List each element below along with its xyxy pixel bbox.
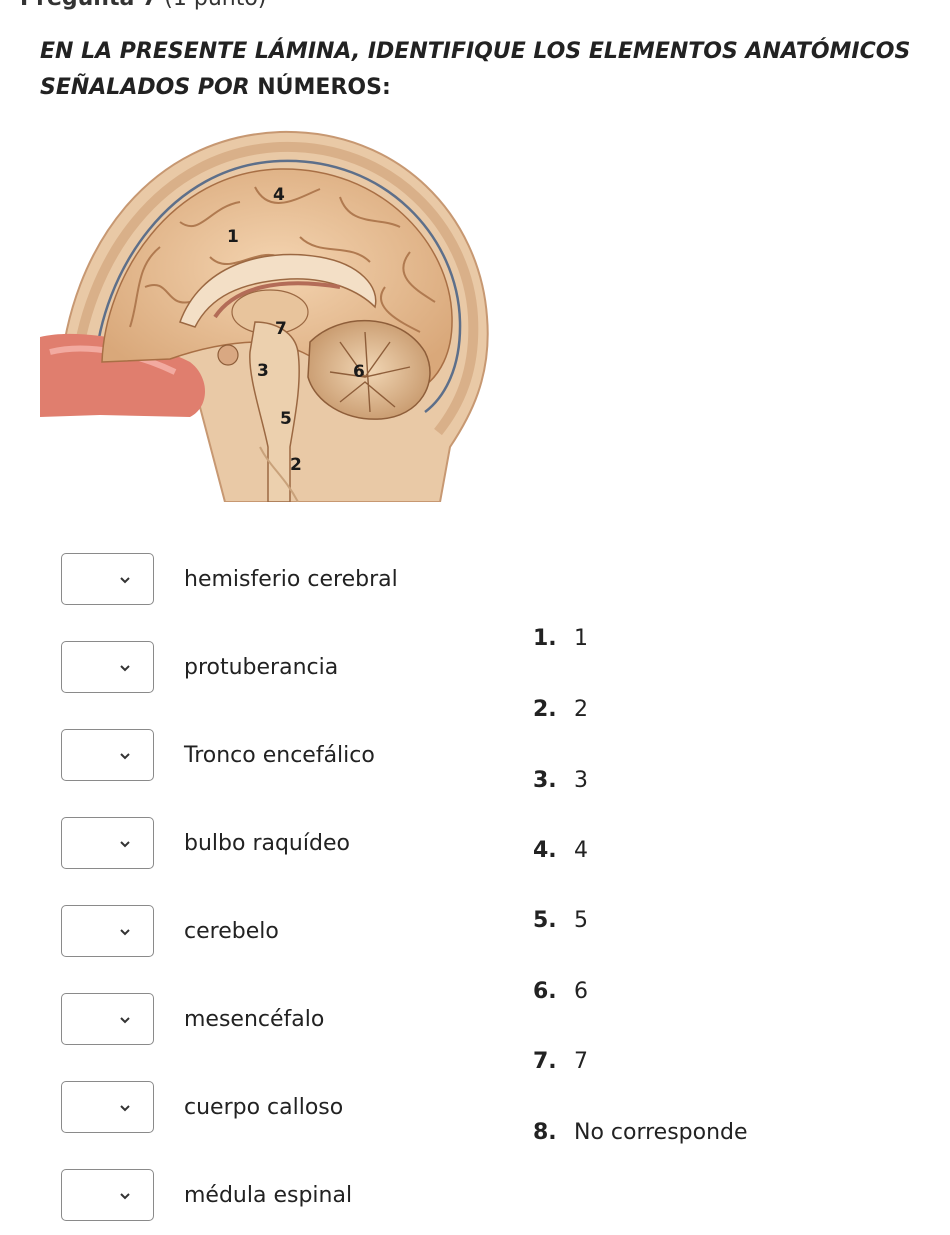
match-item-label: médula espinal — [184, 1182, 353, 1208]
answer-select[interactable] — [61, 817, 154, 869]
match-item-label: Tronco encefálico — [184, 742, 375, 768]
option-index: 8. — [533, 1120, 557, 1145]
question-prompt: EN LA PRESENTE LÁMINA, IDENTIFIQUE LOS E… — [40, 34, 920, 106]
figure-label-1: 1 — [227, 227, 239, 247]
figure-label-5: 5 — [280, 409, 292, 429]
option-item: 5. 5 — [533, 908, 588, 933]
option-item: 2. 2 — [533, 697, 588, 722]
match-row: protuberancia — [61, 640, 338, 694]
match-row: mesencéfalo — [61, 992, 324, 1046]
match-row: Tronco encefálico — [61, 728, 375, 782]
answer-select[interactable] — [61, 641, 154, 693]
match-item-label: protuberancia — [184, 654, 339, 680]
chevron-down-icon — [120, 1193, 130, 1200]
chevron-down-icon — [120, 1017, 130, 1024]
prompt-plain: NÚMEROS: — [257, 75, 391, 100]
figure-label-4: 4 — [273, 185, 285, 205]
answer-select[interactable] — [61, 905, 154, 957]
option-item: 4. 4 — [533, 838, 588, 863]
option-index: 2. — [533, 697, 557, 722]
chevron-down-icon — [120, 929, 130, 936]
option-text: 1 — [574, 626, 588, 651]
option-text: 4 — [574, 838, 588, 863]
chevron-down-icon — [120, 665, 130, 672]
match-item-label: bulbo raquídeo — [184, 830, 350, 856]
match-item-label: mesencéfalo — [184, 1006, 325, 1032]
option-index: 5. — [533, 908, 557, 933]
option-item: 6. 6 — [533, 979, 588, 1004]
option-index: 4. — [533, 838, 557, 863]
match-row: médula espinal — [61, 1168, 352, 1222]
match-row: hemisferio cerebral — [61, 552, 398, 606]
question-points: (1 punto) — [164, 0, 266, 11]
option-item: 1. 1 — [533, 626, 588, 651]
match-item-label: cuerpo calloso — [184, 1094, 344, 1120]
chevron-down-icon — [120, 753, 130, 760]
match-row: cuerpo calloso — [61, 1080, 343, 1134]
option-text: 3 — [574, 768, 588, 793]
figure-label-7: 7 — [275, 319, 287, 339]
option-text: 6 — [574, 979, 588, 1004]
answer-select[interactable] — [61, 993, 154, 1045]
question-label: Pregunta 7 — [20, 0, 157, 11]
option-text: No corresponde — [574, 1120, 748, 1145]
answer-select[interactable] — [61, 1169, 154, 1221]
option-text: 7 — [574, 1049, 588, 1074]
figure-label-3: 3 — [257, 361, 269, 381]
figure-label-2: 2 — [290, 455, 302, 475]
prompt-italic: EN LA PRESENTE LÁMINA, IDENTIFIQUE LOS E… — [40, 39, 911, 100]
match-item-label: hemisferio cerebral — [184, 566, 398, 592]
match-row: bulbo raquídeo — [61, 816, 350, 870]
match-item-label: cerebelo — [184, 918, 279, 944]
option-item: 7. 7 — [533, 1049, 588, 1074]
answer-select[interactable] — [61, 553, 154, 605]
answer-select[interactable] — [61, 1081, 154, 1133]
figure-label-6: 6 — [353, 362, 365, 382]
option-item: 8. No corresponde — [533, 1120, 748, 1145]
chevron-down-icon — [120, 577, 130, 584]
answer-select[interactable] — [61, 729, 154, 781]
match-row: cerebelo — [61, 904, 279, 958]
option-item: 3. 3 — [533, 768, 588, 793]
option-index: 3. — [533, 768, 557, 793]
brain-sagittal-illustration: 4 1 7 3 6 5 2 — [40, 127, 490, 502]
option-index: 1. — [533, 626, 557, 651]
option-index: 7. — [533, 1049, 557, 1074]
chevron-down-icon — [120, 1105, 130, 1112]
question-header: Pregunta 7 (1 punto) — [20, 0, 266, 11]
option-index: 6. — [533, 979, 557, 1004]
chevron-down-icon — [120, 841, 130, 848]
option-text: 5 — [574, 908, 588, 933]
brain-illustration-svg: 4 1 7 3 6 5 2 — [40, 130, 489, 502]
option-text: 2 — [574, 697, 588, 722]
